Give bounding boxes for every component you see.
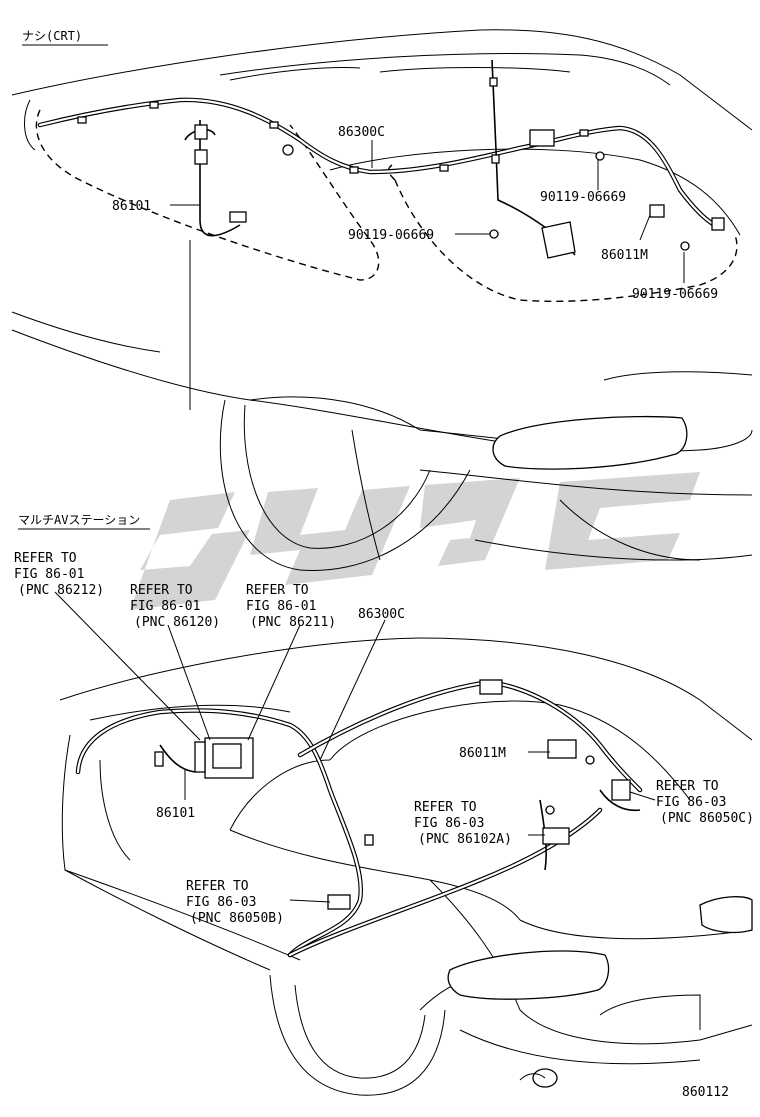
svg-text:REFER TO: REFER TO [656,779,719,794]
label-86011m-top: 86011M [601,248,648,263]
svg-text:FIG 86-01: FIG 86-01 [246,599,316,614]
svg-text:(PNC 86120): (PNC 86120) [134,615,220,630]
top-car-outline [11,29,753,572]
svg-text:REFER TO: REFER TO [14,551,77,566]
top-dashed-outlines [35,109,738,302]
figure-number: 860112 [682,1085,729,1100]
bottom-leader-lines [54,591,656,903]
svg-text:(PNC 86102A): (PNC 86102A) [418,832,512,847]
svg-text:FIG 86-01: FIG 86-01 [14,567,84,582]
svg-text:(PNC 86212): (PNC 86212) [18,583,104,598]
watermark-logo [130,472,700,610]
callout-ref-86050b: REFER TO FIG 86-03 (PNC 86050B) [186,879,284,926]
bottom-wire-harness [75,679,643,958]
svg-text:FIG 86-03: FIG 86-03 [656,795,726,810]
top-section-header: ナシ(CRT) [22,29,82,43]
callout-ref-86050c: REFER TO FIG 86-03 (PNC 86050C) [656,779,754,826]
svg-text:FIG 86-03: FIG 86-03 [414,816,484,831]
callout-ref-86120: REFER TO FIG 86-01 (PNC 86120) [130,583,220,630]
svg-text:FIG 86-01: FIG 86-01 [130,599,200,614]
svg-text:(PNC 86211): (PNC 86211) [250,615,336,630]
label-86101-bottom: 86101 [156,806,195,821]
label-clip-left: 90119-06669 [348,228,434,243]
label-clip-right: 90119-06669 [632,287,718,302]
label-86011m-bottom: 86011M [459,746,506,761]
callout-ref-86102a: REFER TO FIG 86-03 (PNC 86102A) [414,800,512,847]
svg-text:(PNC 86050C): (PNC 86050C) [660,811,754,826]
bottom-section-header: マルチAVステーション [18,513,140,527]
svg-text:REFER TO: REFER TO [414,800,477,815]
svg-text:FIG 86-03: FIG 86-03 [186,895,256,910]
label-86101-top: 86101 [112,199,151,214]
top-leader-lines [170,140,685,283]
callout-ref-86211: REFER TO FIG 86-01 (PNC 86211) [246,583,336,630]
callout-ref-86212: REFER TO FIG 86-01 (PNC 86212) [14,551,104,598]
svg-text:(PNC 86050B): (PNC 86050B) [190,911,284,926]
svg-text:REFER TO: REFER TO [130,583,193,598]
top-wire-harness [37,59,725,259]
svg-text:REFER TO: REFER TO [186,879,249,894]
svg-text:REFER TO: REFER TO [246,583,309,598]
label-86300c-top: 86300C [338,125,385,140]
bottom-car-outline [59,637,753,1096]
label-86300c-bottom: 86300C [358,607,405,622]
label-clip-mid: 90119-06669 [540,190,626,205]
